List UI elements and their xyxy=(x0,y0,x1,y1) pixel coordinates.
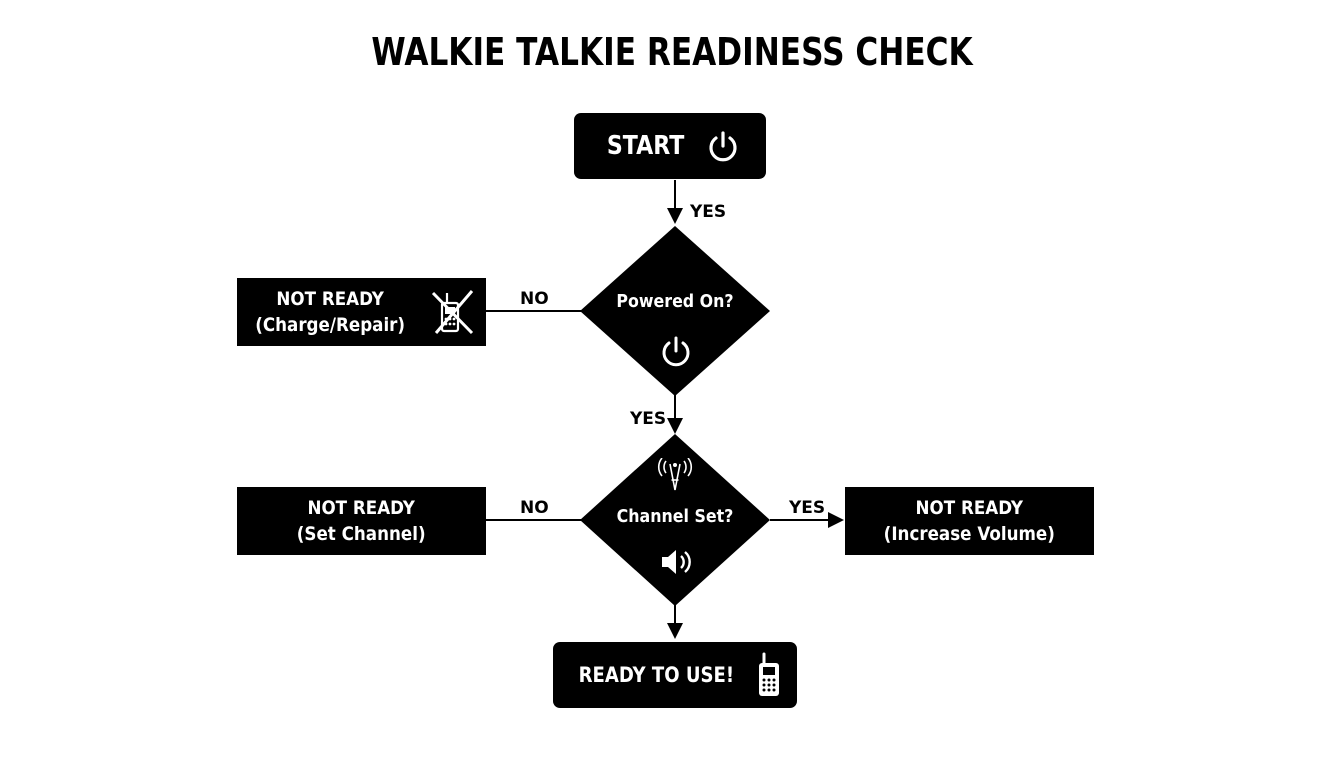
walkie-talkie-icon xyxy=(759,652,780,696)
edge-label-powered-no: NO xyxy=(520,289,549,309)
decision-powered-on-label: Powered On? xyxy=(616,291,734,312)
not-ready-volume-line2: (Increase Volume) xyxy=(883,523,1056,545)
start-node: START xyxy=(574,113,766,179)
decision-channel-set-label: Channel Set? xyxy=(616,506,734,527)
not-ready-charge-line2: (Charge/Repair) xyxy=(255,314,406,336)
not-ready-channel-line2: (Set Channel) xyxy=(297,523,426,545)
broken-walkie-talkie-icon xyxy=(431,290,473,335)
edge-label-channel-no: NO xyxy=(520,498,549,518)
edge-label-powered-yes: YES xyxy=(630,409,667,429)
decision-powered-on xyxy=(580,226,770,396)
not-ready-volume-line1: NOT READY xyxy=(915,497,1024,519)
edge-label-channel-yes: YES xyxy=(789,498,826,518)
ready-to-use-label: READY TO USE! xyxy=(578,663,734,687)
ready-to-use-node: READY TO USE! xyxy=(553,642,797,708)
diagram-title: WALKIE TALKIE READINESS CHECK xyxy=(371,30,973,74)
antenna-signal-icon xyxy=(657,458,693,491)
not-ready-charge-line1: NOT READY xyxy=(276,288,385,310)
not-ready-channel-line1: NOT READY xyxy=(307,497,416,519)
not-ready-increase-volume-node: NOT READY (Increase Volume) xyxy=(845,487,1094,555)
not-ready-charge-repair-node: NOT READY (Charge/Repair) xyxy=(237,278,486,346)
speaker-icon xyxy=(662,550,691,574)
not-ready-set-channel-node: NOT READY (Set Channel) xyxy=(237,487,486,555)
start-label: START xyxy=(607,131,685,161)
power-icon xyxy=(662,336,690,367)
power-icon xyxy=(708,131,737,162)
edge-label-start-yes: YES xyxy=(690,202,727,222)
decision-channel-set xyxy=(580,434,770,606)
